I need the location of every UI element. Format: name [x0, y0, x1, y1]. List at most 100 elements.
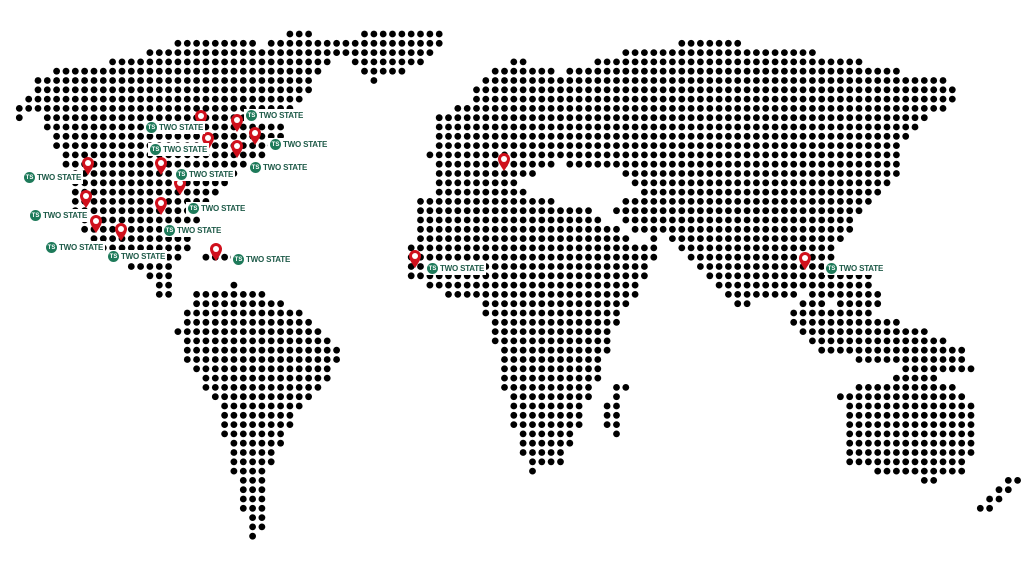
map-pin-icon[interactable]	[230, 139, 244, 159]
map-dot	[445, 151, 452, 159]
map-dot	[575, 244, 583, 252]
map-dot	[211, 374, 219, 382]
map-pin-icon[interactable]	[194, 109, 208, 129]
map-dot	[631, 132, 639, 140]
map-pin-icon[interactable]	[408, 249, 422, 269]
map-dot	[445, 142, 452, 150]
map-pin-icon[interactable]	[154, 196, 168, 216]
map-dot	[613, 142, 620, 150]
map-dot	[118, 77, 126, 84]
map-dot	[697, 49, 704, 56]
map-dot	[641, 170, 648, 177]
map-dot	[948, 384, 956, 391]
map-dot	[221, 291, 229, 298]
map-dot	[809, 67, 816, 75]
map-dot	[221, 142, 229, 150]
map-dot	[809, 281, 816, 289]
map-dot	[790, 272, 798, 280]
map-dot	[566, 365, 574, 373]
map-dot	[482, 151, 490, 159]
map-dot	[846, 430, 854, 438]
map-dot	[137, 151, 145, 159]
map-dot	[127, 160, 135, 168]
map-dot	[193, 49, 201, 56]
map-dot	[118, 207, 126, 215]
map-dot	[445, 291, 452, 298]
map-dot	[930, 411, 938, 419]
map-dot	[622, 272, 630, 280]
map-dot	[519, 300, 527, 308]
map-pin-icon[interactable]	[154, 156, 168, 176]
map-dot	[678, 188, 686, 196]
map-dot	[417, 49, 424, 56]
map-dot	[137, 225, 145, 233]
map-dot	[790, 58, 798, 66]
map-dot	[771, 170, 779, 177]
map-dot	[239, 337, 247, 345]
map-dot	[771, 207, 779, 215]
map-dot	[454, 114, 462, 122]
map-dot	[202, 374, 210, 382]
map-dot	[771, 272, 779, 280]
map-pin-icon[interactable]	[89, 214, 103, 234]
map-dot	[650, 105, 658, 112]
map-pin-icon[interactable]	[248, 126, 262, 146]
map-dot	[594, 151, 602, 159]
map-dot	[566, 430, 574, 438]
map-pin-icon[interactable]	[497, 152, 511, 172]
map-pin-icon[interactable]	[209, 242, 223, 262]
map-dot	[501, 114, 508, 122]
map-dot	[641, 132, 648, 140]
map-dot	[286, 309, 294, 317]
map-dot	[99, 207, 107, 215]
map-dot	[781, 58, 788, 66]
map-dot	[183, 67, 191, 75]
map-dot	[641, 244, 648, 252]
map-dot	[165, 291, 173, 298]
map-dot	[846, 411, 854, 419]
map-dot	[342, 39, 350, 47]
map-dot	[463, 216, 471, 224]
map-dot	[230, 49, 238, 56]
map-dot	[538, 328, 546, 335]
map-dot	[930, 365, 938, 373]
map-dot	[687, 235, 695, 243]
map-dot	[874, 142, 882, 150]
map-dot	[958, 430, 966, 438]
map-pin-icon[interactable]	[230, 113, 244, 133]
map-dot	[454, 244, 462, 252]
map-dot	[249, 402, 256, 410]
map-dot	[193, 39, 201, 47]
map-dot	[137, 244, 145, 252]
map-pin-icon[interactable]	[201, 131, 215, 151]
map-dot	[519, 86, 527, 94]
map-dot	[501, 235, 508, 243]
map-dot	[81, 123, 88, 131]
map-dot	[25, 105, 33, 112]
map-dot	[566, 207, 574, 215]
map-dot	[258, 356, 266, 363]
map-dot	[585, 328, 592, 335]
map-pin-icon[interactable]	[173, 176, 187, 196]
map-dot	[762, 142, 770, 150]
map-pin-icon[interactable]	[114, 222, 128, 242]
map-dot	[939, 346, 947, 354]
map-dot	[967, 439, 975, 447]
map-pin-icon[interactable]	[798, 251, 812, 271]
map-dot	[71, 67, 79, 75]
map-dot	[454, 225, 462, 233]
map-dot	[865, 458, 872, 466]
map-dot	[34, 105, 42, 112]
map-pin-icon[interactable]	[81, 156, 95, 176]
map-dot	[146, 263, 154, 270]
map-dot	[575, 318, 583, 326]
map-dot	[855, 142, 863, 150]
map-dot	[827, 281, 835, 289]
map-dot	[603, 58, 611, 66]
map-pin-icon[interactable]	[79, 189, 93, 209]
map-dot	[286, 356, 294, 363]
map-dot	[902, 374, 910, 382]
map-dot	[202, 365, 210, 373]
map-dot	[230, 430, 238, 438]
